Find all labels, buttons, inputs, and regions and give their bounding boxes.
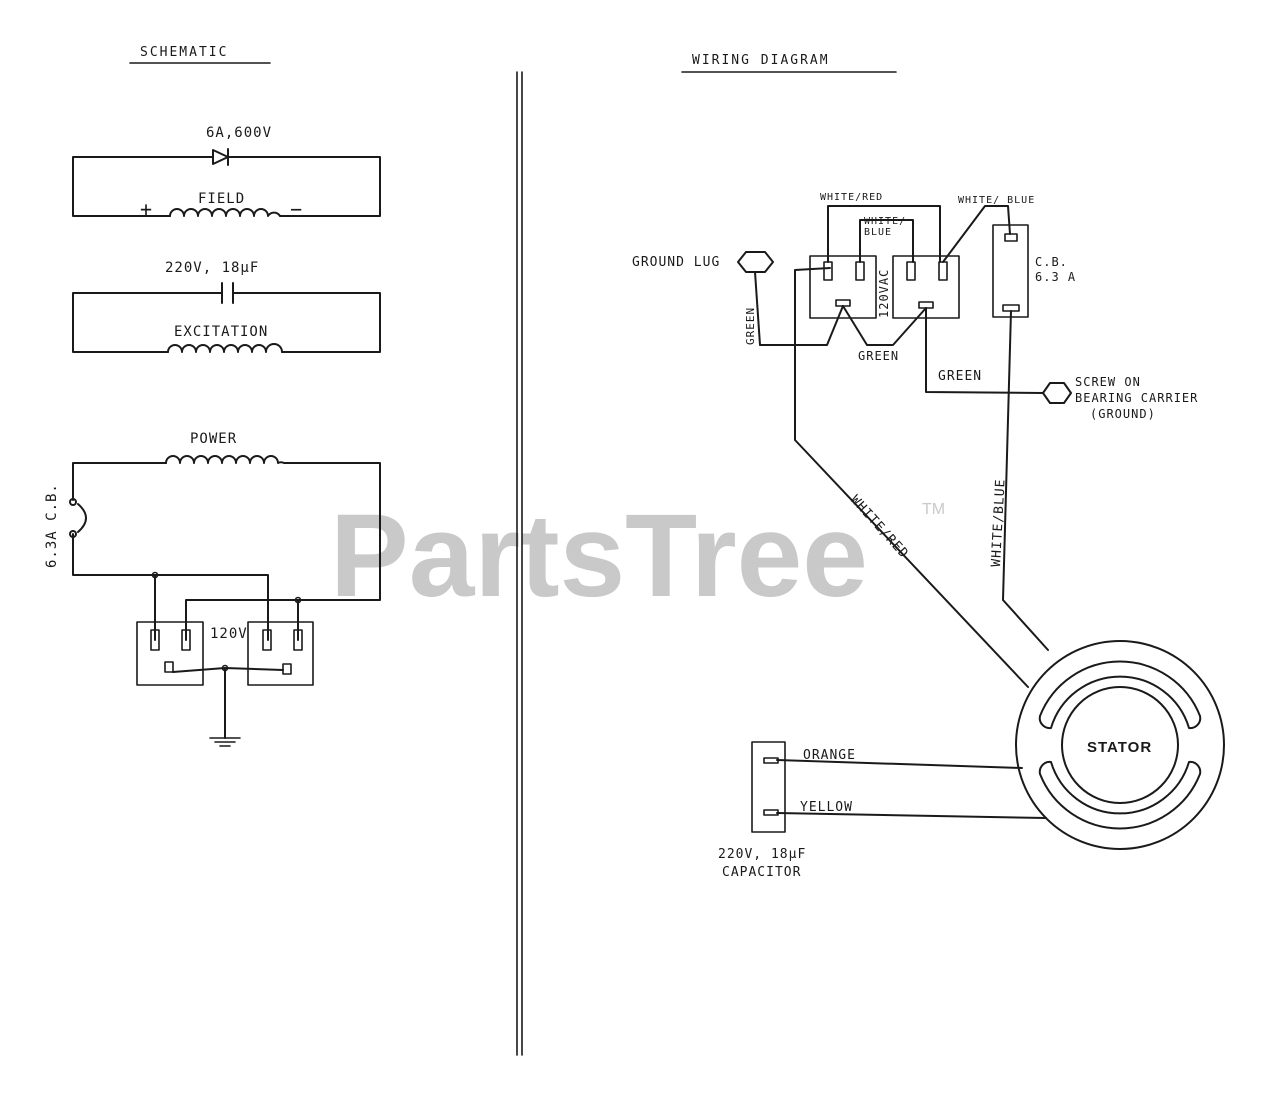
wire-white-blue-jumper <box>859 219 914 263</box>
wire-white-blue-top <box>942 205 1011 263</box>
wire-white-red-top <box>827 205 941 263</box>
plus-sign: + <box>140 197 153 221</box>
power-coil <box>165 455 285 464</box>
green-mid-label: GREEN <box>858 349 899 363</box>
excitation-label: EXCITATION <box>174 324 268 340</box>
outlet-left <box>136 621 204 686</box>
yellow-wire-label: YELLOW <box>800 800 853 815</box>
capacitor-label: 220V, 18µF <box>165 260 259 276</box>
ground-symbol <box>209 737 241 747</box>
green-left-label: GREEN <box>744 307 757 345</box>
orange-wire-label: ORANGE <box>803 748 856 763</box>
screw-label-3: (GROUND) <box>1090 407 1156 421</box>
white-blue-long-label: WHITE/BLUE <box>989 478 1009 567</box>
excitation-coil <box>167 343 283 353</box>
wire-green-left <box>754 271 844 346</box>
wire-white-blue-long <box>1002 310 1049 651</box>
field-label: FIELD <box>198 191 245 207</box>
minus-sign: − <box>290 197 303 221</box>
schematic-heading: SCHEMATIC <box>140 45 228 60</box>
white-red-top-label: WHITE/RED <box>820 192 883 203</box>
diode-label: 6A,600V <box>206 125 272 141</box>
green-right-label: GREEN <box>938 369 982 384</box>
power-label: POWER <box>190 431 237 447</box>
breaker-contact-bottom <box>69 530 77 538</box>
capacitor-rating-label: 220V, 18µF <box>718 847 806 862</box>
ground-lug <box>737 251 774 273</box>
receptacle-left <box>809 255 877 319</box>
breaker-contact-top <box>69 498 77 506</box>
watermark-tm: TM <box>922 501 945 518</box>
excitation-circuit: 220V, 18µF EXCITATION <box>72 260 381 353</box>
outlet-voltage-label: 120V <box>210 626 248 642</box>
field-coil <box>169 208 281 217</box>
stator: STATOR <box>1015 640 1225 850</box>
cb-label-1: C.B. <box>1035 255 1068 269</box>
breaker-arc <box>77 503 87 533</box>
wire-yellow <box>776 812 1047 819</box>
screw-label-1: SCREW ON <box>1075 375 1141 389</box>
field-circuit: 6A,600V FIELD + − <box>72 125 381 221</box>
receptacle-voltage-label: 120VAC <box>877 269 891 318</box>
stator-label: STATOR <box>1087 739 1152 756</box>
wire-orange <box>776 759 1023 769</box>
wire-green-mid <box>842 305 927 346</box>
wire-white-red-long <box>794 267 1029 688</box>
power-circuit: POWER 120V 6.3A C.B. <box>44 431 381 747</box>
white-blue-jumper-label-2: BLUE <box>864 227 892 238</box>
circuit-breaker-box <box>992 224 1029 318</box>
cb-label-2: 6.3 A <box>1035 270 1076 284</box>
diode-symbol <box>212 148 229 166</box>
ground-lug-label: GROUND LUG <box>632 255 720 270</box>
breaker-label: 6.3A C.B. <box>44 483 60 568</box>
white-blue-jumper-label-1: WHITE/ <box>864 216 906 227</box>
screw-label-2: BEARING CARRIER <box>1075 391 1198 405</box>
capacitor-name-label: CAPACITOR <box>722 865 801 880</box>
white-blue-top-label: WHITE/ BLUE <box>958 195 1035 206</box>
outlet-right <box>247 621 314 686</box>
wire-green-right <box>925 307 1044 394</box>
watermark: PartsTree <box>330 490 868 622</box>
screw-bearing-carrier <box>1042 382 1072 404</box>
capacitor-box <box>751 741 786 833</box>
wiring-heading: WIRING DIAGRAM <box>692 53 830 68</box>
